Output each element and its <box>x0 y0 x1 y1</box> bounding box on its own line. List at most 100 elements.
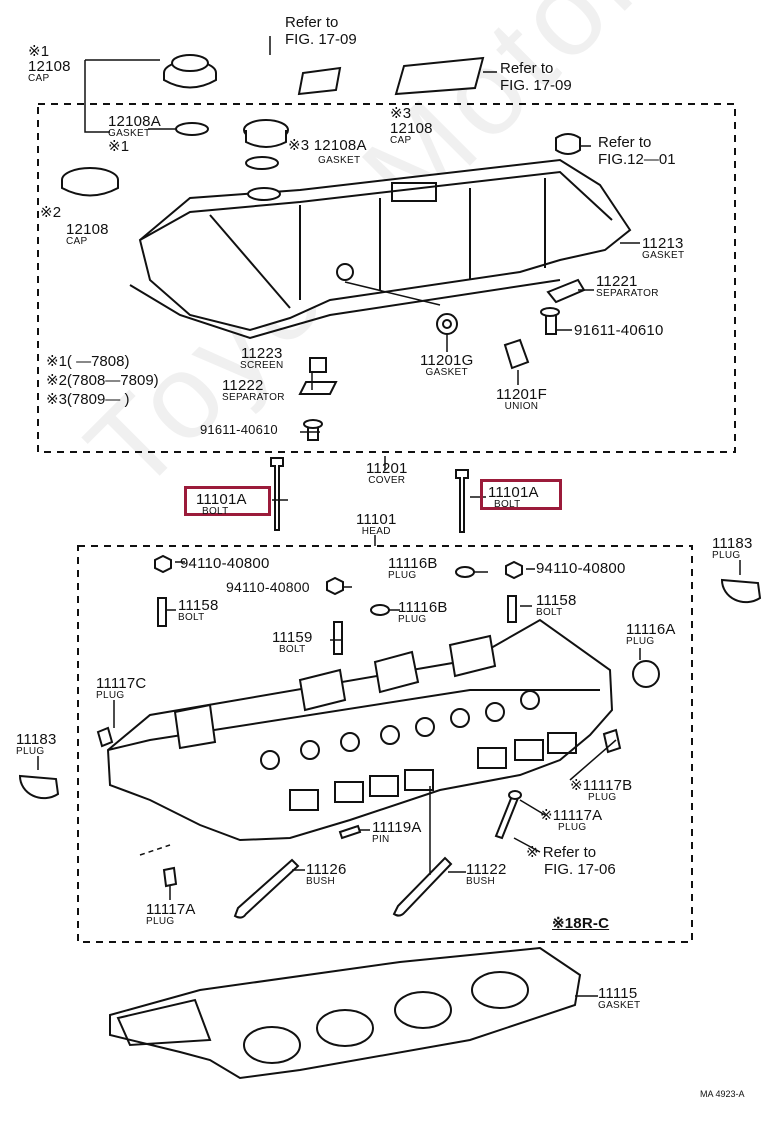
part-name: CAP <box>390 135 412 146</box>
label-mark: ※3 <box>288 137 310 154</box>
part-number: 11201F <box>496 386 547 403</box>
label-11213: 11213 GASKET <box>642 236 684 261</box>
part-number: 12108 <box>390 120 433 137</box>
part-number: 12108 <box>66 221 109 238</box>
screen-11223 <box>309 357 327 373</box>
label-11101a-left: 11101A BOLT <box>196 492 247 517</box>
figure-code: MA 4923-A <box>700 1089 745 1099</box>
part-name: UNION <box>504 401 539 412</box>
part-name: PLUG <box>588 792 617 803</box>
label-11183-left: 11183 PLUG <box>16 732 57 757</box>
label-12108-cap-a: ※1 12108 CAP <box>28 44 71 84</box>
part-number: 11221 <box>596 273 638 290</box>
part-number: 11201 <box>366 460 408 477</box>
plug-11117c <box>96 726 114 748</box>
part-name: SEPARATOR <box>596 288 659 299</box>
plug-11117a-left <box>162 866 178 888</box>
legend-range: ( —7808) <box>66 353 130 370</box>
label-94110-b: 94110-40800 <box>226 579 310 595</box>
stud-11159 <box>333 621 343 655</box>
label-11183-right: 11183 PLUG <box>712 536 753 561</box>
plug-11116b-b <box>370 604 390 616</box>
label-12108-cap-b-num: 12108 CAP <box>66 222 109 247</box>
serial-legend: ※1( —7808) ※2(7808—7809) ※3(7809— ) <box>46 352 159 409</box>
label-mark: ※1 <box>108 138 130 155</box>
label-11101: 11101 HEAD <box>356 512 397 537</box>
part-number: ※11117A <box>540 808 602 823</box>
label-11158-right: 11158 BOLT <box>536 593 577 618</box>
union-11201f <box>503 338 530 370</box>
part-number: 11116A <box>626 621 676 638</box>
nut-94110-a <box>154 554 172 574</box>
label-11221: 11221 SEPARATOR <box>596 274 659 299</box>
ref-card-large <box>394 56 485 96</box>
part-name: SCREEN <box>240 360 284 371</box>
legend-range: (7808—7809) <box>66 372 159 389</box>
plug-11183-right <box>720 578 762 604</box>
part-number: 11222 <box>222 377 264 394</box>
ref-line-1: Refer to <box>500 60 554 77</box>
label-11117a-right: ※11117A PLUG <box>540 808 602 833</box>
separator-11221 <box>546 278 586 304</box>
label-11117b: ※11117B PLUG <box>570 778 632 803</box>
legend-row-1: ※1( —7808) <box>46 352 159 371</box>
ref-line-2: FIG.12—01 <box>598 151 676 168</box>
pin-11119a <box>338 824 362 840</box>
part-number: 11223 <box>240 345 283 362</box>
part-name: CAP <box>66 236 88 247</box>
part-name: CAP <box>28 73 50 84</box>
part-number: 11101A <box>488 484 539 501</box>
label-12108a-gasket-a: 12108A GASKET ※1 <box>108 114 161 154</box>
plug-11116b-a <box>455 566 475 578</box>
part-name: PLUG <box>96 690 125 701</box>
part-number: 11159 <box>272 629 313 646</box>
label-mark: ※1 <box>28 43 50 60</box>
part-name: PLUG <box>712 550 741 561</box>
label-11126: 11126 BUSH <box>306 862 347 887</box>
gasket-name: GASKET <box>318 155 361 166</box>
ref-line-1: Refer to <box>598 134 652 151</box>
legend-mark: ※2 <box>46 372 67 389</box>
cover-group-boundary <box>37 103 736 453</box>
label-94110-c: 94110-40800 <box>536 560 626 577</box>
label-11116b-a: 11116B PLUG <box>388 556 438 581</box>
part-name: PLUG <box>398 614 427 625</box>
plug-11183-left <box>18 774 60 800</box>
head-group-boundary <box>77 545 693 943</box>
nut-94110-c <box>505 560 523 580</box>
part-number: 11158 <box>536 592 577 609</box>
label-mark: ※2 <box>40 204 62 221</box>
label-11158-left: 11158 BOLT <box>178 598 219 623</box>
cylinder-head <box>106 618 614 842</box>
label-91611-b: 91611-40610 <box>200 422 278 437</box>
part-name: GASKET <box>108 128 151 139</box>
stud-11158-right <box>507 595 517 623</box>
part-number-text: 11117A <box>552 807 603 824</box>
part-number: 11201G <box>420 352 474 369</box>
part-name: GASKET <box>642 250 685 261</box>
nut-94110-b <box>326 576 344 596</box>
part-number: 11126 <box>306 861 347 878</box>
part-number: 11183 <box>712 535 753 552</box>
ref-fig-12-01: Refer to FIG.12—01 <box>598 134 676 168</box>
highlight-11101a-left <box>184 486 271 516</box>
stud-11158-left <box>157 597 167 627</box>
ref-fig-17-09-a: Refer to FIG. 17-09 <box>285 14 357 48</box>
bolt-11101a-right-shape <box>455 469 469 533</box>
ref-line-1: Refer to <box>285 14 339 31</box>
label-mark: ※ <box>570 777 583 794</box>
part-name: PLUG <box>558 822 587 833</box>
label-mark: ※3 <box>390 105 412 122</box>
part-name: BOLT <box>536 607 563 618</box>
part-number: 11117C <box>96 675 147 692</box>
part-name: BUSH <box>306 876 335 887</box>
part-number: 12108A <box>313 137 367 154</box>
gasket-12108a <box>175 122 209 136</box>
part-number-text: 11117B <box>582 777 633 794</box>
label-11115: 11115 GASKET <box>598 986 640 1011</box>
part-number: 11116B <box>398 599 448 616</box>
legend-mark: ※3 <box>46 391 67 408</box>
ref-line-2: FIG. 17-09 <box>285 31 357 48</box>
part-name: BOLT <box>202 506 229 517</box>
